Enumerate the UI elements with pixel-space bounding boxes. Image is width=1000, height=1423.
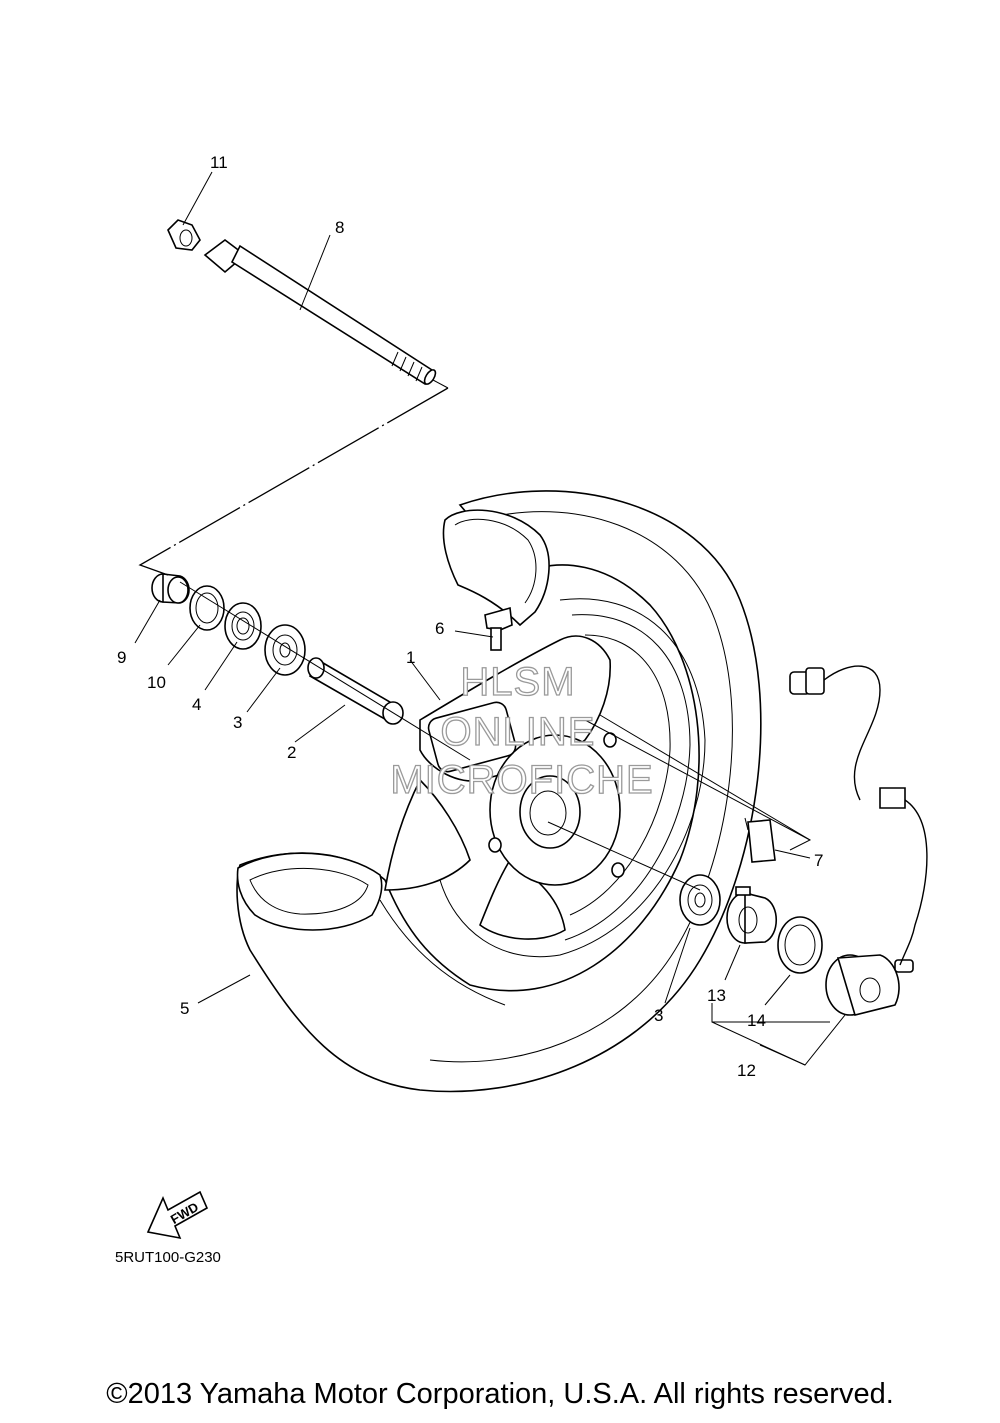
bearing-inner [224,602,262,650]
callout-4: 4 [192,695,201,714]
callout-7: 7 [814,851,823,870]
watermark-line-3: MICROFICHE [390,758,653,802]
fwd-arrow-icon: FWD [146,1190,209,1240]
callout-13: 13 [707,986,726,1005]
callout-11: 11 [210,153,228,172]
callout-labels: 1 2 3 3 4 5 6 7 8 9 10 11 12 13 14 [117,153,823,1080]
watermark-line-2: ONLINE [441,710,596,754]
watermark: HLSM ONLINE MICROFICHE [390,659,654,802]
axle-nut [167,219,201,251]
callout-8: 8 [335,218,344,237]
diagram-code: 5RUT100-G230 [115,1249,221,1266]
gear-unit-housing [726,886,778,944]
callout-14: 14 [747,1011,766,1030]
callout-6: 6 [435,619,444,638]
tire-valve [484,606,513,651]
tire [236,490,762,1093]
leader-lines [134,171,846,1066]
speedometer-gear-unit [825,954,914,1016]
sensor-cable [789,665,928,966]
callout-3-left: 3 [233,713,242,732]
collar [151,573,190,604]
callout-5: 5 [180,999,189,1018]
callout-3-right: 3 [654,1006,663,1025]
rotor-clip [744,817,776,863]
oil-seal [189,585,225,631]
watermark-line-1: HLSM [460,660,575,704]
callout-1: 1 [406,648,415,667]
callout-10: 10 [147,673,166,692]
gear-unit-seal [777,916,823,974]
callout-9: 9 [117,648,126,667]
bearing-right [679,874,721,926]
bearing-left [264,624,306,676]
callout-2: 2 [287,743,296,762]
bearing-spacer [307,657,404,725]
wheel-axle [203,239,437,386]
copyright-notice: ©2013 Yamaha Motor Corporation, U.S.A. A… [106,1378,894,1410]
wheel-rim [384,598,706,958]
callout-12: 12 [737,1061,756,1080]
